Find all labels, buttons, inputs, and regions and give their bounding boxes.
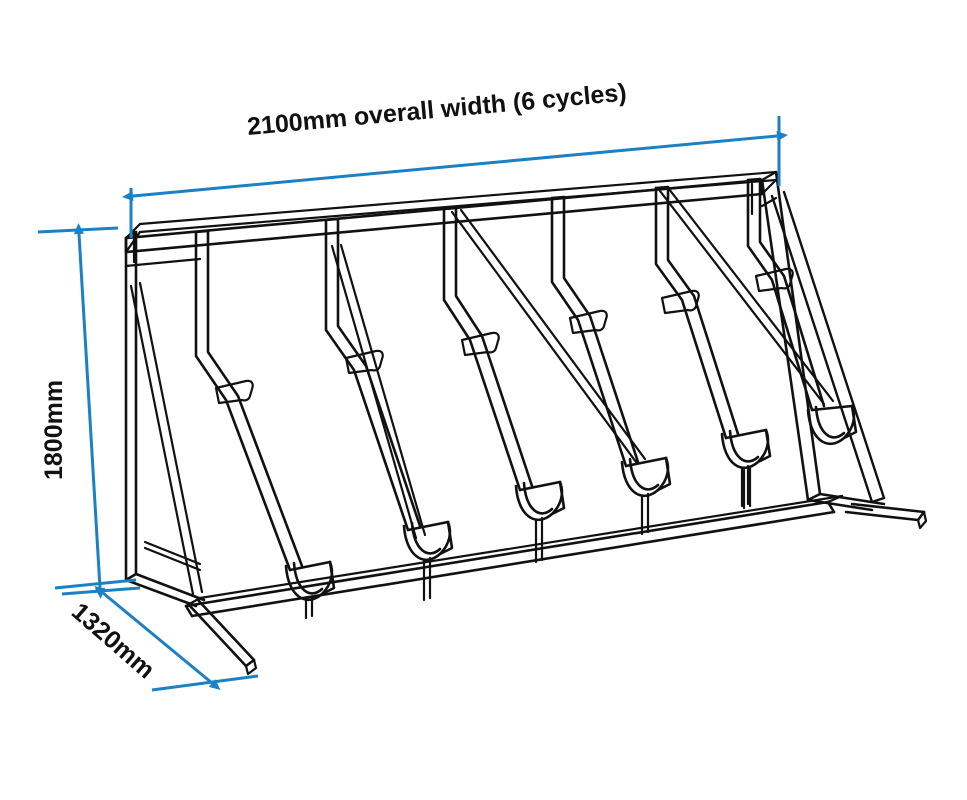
vertical-bike-bar	[194, 229, 336, 620]
wheel-cradle	[720, 428, 772, 508]
hook-tab	[660, 289, 700, 315]
vertical-bike-bar	[654, 185, 772, 508]
vertical-bike-bar	[550, 195, 672, 536]
depth-extension-line-upper	[54, 578, 137, 590]
vertical-bike-bar	[324, 217, 454, 602]
wheel-cradle	[620, 456, 672, 536]
wheel-cradle	[284, 560, 336, 620]
height-dimension-arrow	[74, 223, 105, 599]
depth-dimension-arrow	[94, 585, 221, 691]
diagonal-brace	[330, 243, 427, 540]
vertical-bike-bar	[442, 206, 566, 564]
right-end-frame	[750, 170, 928, 530]
height-dimension-label: 1800mm	[40, 380, 68, 480]
diagonal-brace	[450, 208, 647, 464]
wheel-cradle	[402, 520, 454, 602]
hook-tab	[214, 379, 254, 405]
wheel-cradle	[806, 404, 858, 445]
diagonal-brace	[658, 187, 835, 406]
hook-tab	[568, 309, 608, 335]
base-rail-support-post	[742, 466, 752, 510]
width-dimension-arrow	[122, 131, 788, 201]
hook-tab	[344, 349, 384, 375]
hook-tab	[460, 331, 500, 357]
wheel-cradle	[514, 480, 566, 564]
